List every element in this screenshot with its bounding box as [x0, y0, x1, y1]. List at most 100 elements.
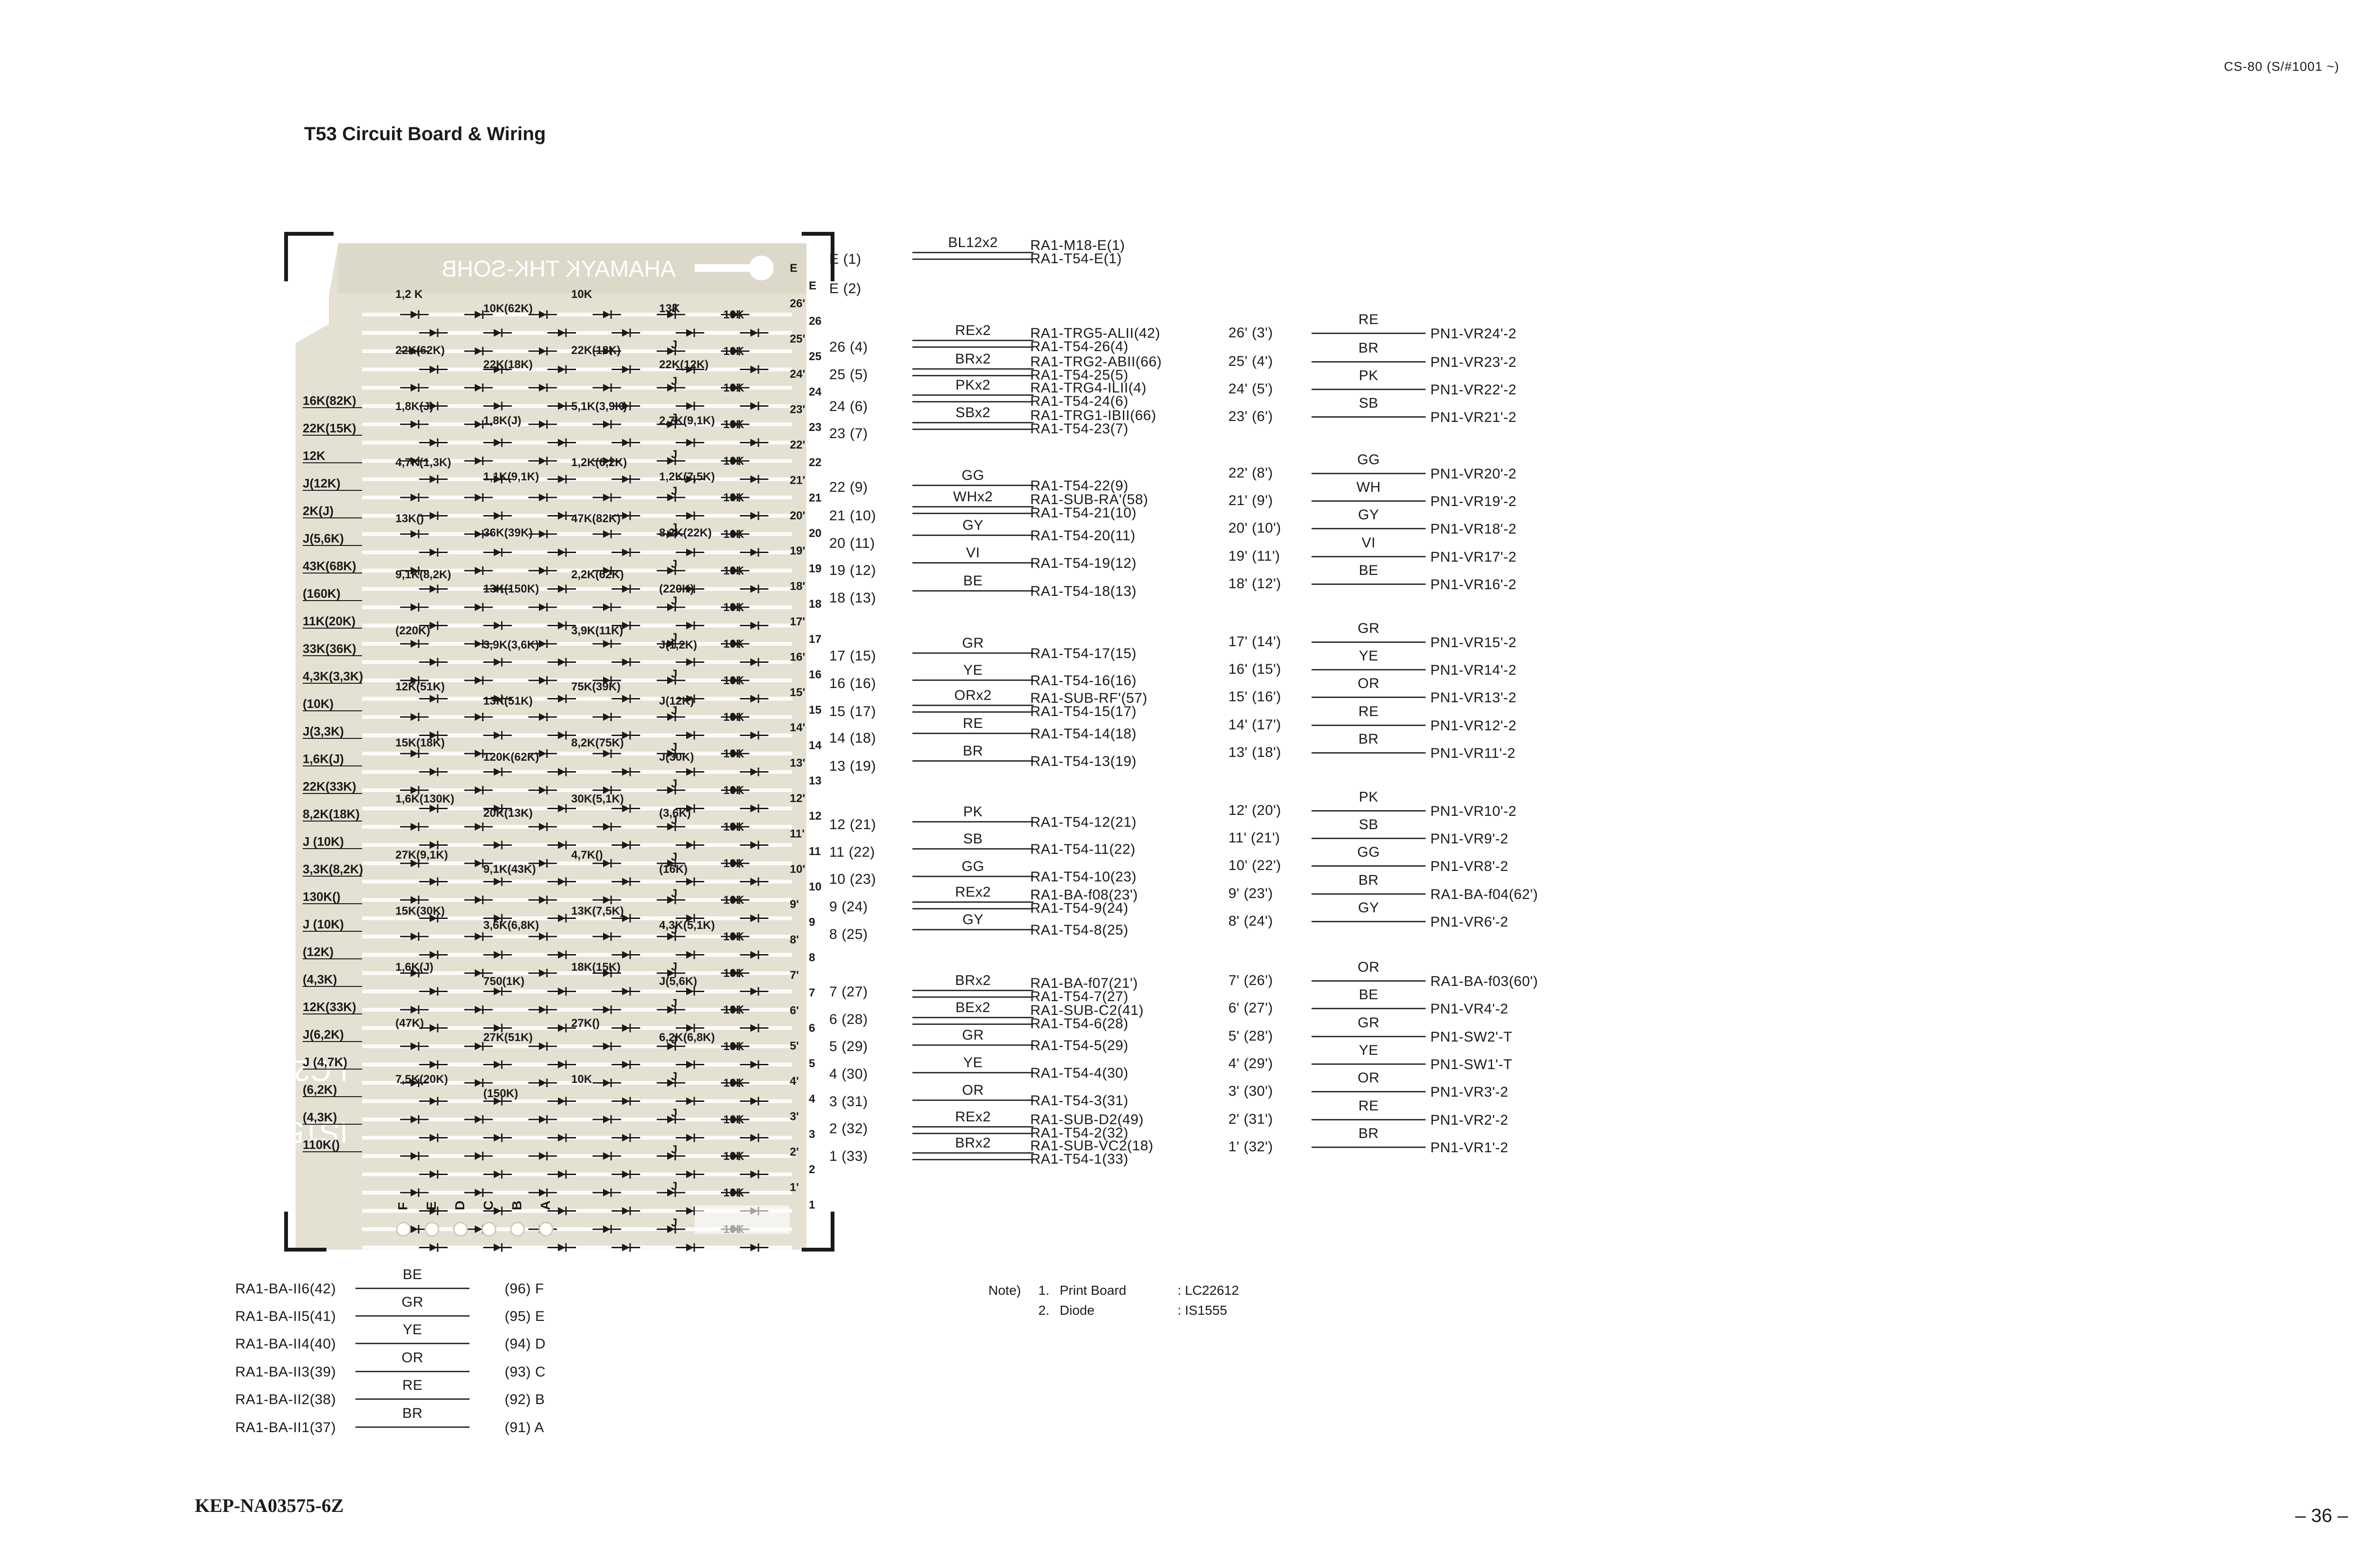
diode-symbol	[622, 951, 630, 959]
diode-symbol	[539, 1116, 546, 1123]
diode-symbol	[667, 860, 675, 867]
edge-pin-label: 6'	[790, 1004, 799, 1017]
board-silkscreen-text: K THK-SOHB	[442, 257, 581, 282]
jumper-label: J	[671, 1033, 677, 1046]
diode-symbol	[494, 804, 501, 813]
component-value-label: J (4,7K)	[303, 1055, 347, 1069]
resistor-label: 10K	[723, 601, 745, 614]
diode-symbol	[494, 1170, 501, 1178]
diode-symbol	[686, 512, 694, 520]
terminal-label: 18' (12')	[1228, 576, 1282, 592]
edge-pin-label: 7	[809, 986, 815, 999]
note-1-value: : LC22612	[1178, 1283, 1239, 1298]
diode-symbol	[667, 1189, 675, 1196]
wire-destination: RA1-SUB-RF'(57)	[1030, 690, 1148, 706]
resistor-label: 10K	[723, 674, 745, 687]
resistor-label: 10K	[723, 857, 745, 870]
terminal-label: E (1)	[829, 251, 862, 267]
edge-pin-label: 18	[809, 598, 822, 611]
wire-destination: PN1-VR18'-2	[1430, 521, 1517, 537]
wire-line	[912, 340, 1034, 341]
terminal-label: E (2)	[829, 281, 862, 296]
diode-symbol	[558, 1207, 565, 1215]
wire-line	[912, 705, 1034, 706]
diode-symbol	[603, 860, 611, 867]
edge-pin-label: 25'	[790, 333, 805, 345]
terminal-label: 21' (9')	[1228, 493, 1273, 508]
diode-symbol	[667, 1152, 675, 1160]
diode-symbol	[686, 585, 694, 593]
terminal-label: 16 (16)	[829, 676, 876, 691]
wire-color-code: REx2	[955, 884, 991, 900]
component-value-label: 13K()	[395, 512, 424, 525]
component-value-label: 27K(9,1K)	[395, 849, 448, 861]
terminal-label: 23 (7)	[829, 426, 868, 441]
jumper-label: J	[671, 375, 677, 388]
diode-symbol	[686, 475, 694, 483]
edge-pin-label: 14'	[790, 721, 805, 734]
component-value-label: 7,5K(20K)	[395, 1073, 448, 1086]
diode-symbol	[686, 1024, 694, 1032]
board-silkscreen-text: LC22612	[228, 1054, 348, 1087]
wire-color-code: GR	[962, 1027, 984, 1043]
diode-symbol	[475, 530, 482, 538]
terminal-label: 8 (25)	[829, 927, 868, 942]
wire-line	[1312, 333, 1426, 334]
diode-symbol	[430, 841, 437, 849]
diode-symbol	[686, 621, 694, 630]
wire-line	[912, 590, 1034, 592]
jumper-label: J	[671, 924, 677, 937]
component-value-label: 11K(20K)	[303, 614, 355, 628]
edge-pin-label: 16	[809, 669, 822, 681]
diode-symbol	[475, 567, 482, 574]
edge-pin-label: 8	[809, 951, 815, 964]
edge-pin-label: 6	[809, 1022, 815, 1035]
wire-destination: RA1-TRG2-ABII(66)	[1030, 354, 1162, 370]
diode-symbol	[603, 750, 611, 757]
diode-symbol	[603, 823, 611, 831]
component-value-label: J(30K)	[659, 751, 694, 764]
wire-line	[1312, 416, 1426, 418]
wire-line	[1312, 473, 1426, 474]
component-value-label: (150K)	[483, 1087, 518, 1100]
wire-color-code: YE	[963, 662, 983, 678]
diode-symbol	[731, 969, 739, 977]
component-value-label: 43K(68K)	[303, 559, 356, 573]
diode-symbol	[475, 1225, 482, 1233]
diode-symbol	[558, 1097, 565, 1105]
resistor-label: 10K	[723, 821, 745, 833]
edge-pin-label: 1	[809, 1199, 815, 1212]
diode-symbol	[411, 421, 418, 428]
diode-symbol	[558, 1170, 565, 1178]
diode-symbol	[603, 567, 611, 574]
diode-symbol	[622, 1134, 630, 1142]
component-value-label: 22K(18K)	[483, 358, 533, 371]
edge-pin-label: 10'	[790, 863, 805, 876]
diode-symbol	[539, 311, 546, 318]
diode-symbol	[667, 347, 675, 355]
terminal-label: (91) A	[505, 1420, 545, 1435]
terminal-label: (92) B	[505, 1392, 545, 1407]
diode-symbol	[539, 494, 546, 501]
wire-destination: RA1-T54-7(27)	[1030, 989, 1129, 1004]
component-value-label: (220K)	[395, 624, 430, 637]
diode-symbol	[558, 585, 565, 593]
wire-destination: RA1-M18-E(1)	[1030, 238, 1125, 253]
wire-destination: PN1-SW2'-T	[1430, 1029, 1513, 1045]
terminal-label: 24' (5')	[1228, 381, 1273, 397]
wire-line	[912, 252, 1034, 253]
diode-symbol	[686, 804, 694, 813]
component-value-label: 16K(82K)	[303, 393, 356, 408]
wire-line	[912, 901, 1034, 903]
diode-symbol	[686, 695, 694, 703]
diode-symbol	[430, 1170, 437, 1178]
wire-destination: RA1-T54-19(12)	[1030, 555, 1137, 571]
diode-symbol	[475, 640, 482, 648]
wire-color-code: BE	[402, 1267, 422, 1282]
terminal-label: (94) D	[505, 1336, 546, 1352]
wire-destination: RA1-T54-5(29)	[1030, 1038, 1129, 1053]
diode-symbol	[750, 768, 758, 776]
component-value-label: 1,2 K	[395, 288, 423, 301]
edge-pin-label: 21	[809, 492, 822, 505]
diode-symbol	[430, 1207, 437, 1215]
